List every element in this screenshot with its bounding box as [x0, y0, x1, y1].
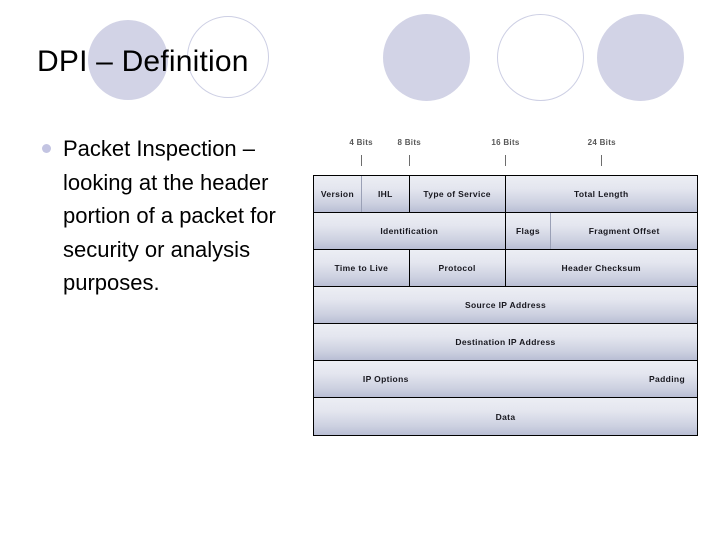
bullet-item-text: Packet Inspection – looking at the heade… [63, 136, 276, 295]
field-label: IP Options [362, 374, 409, 384]
field-flags: Flags [505, 213, 552, 249]
field-data: Data [314, 398, 697, 435]
bullet-list: Packet Inspection – looking at the heade… [42, 132, 292, 300]
field-label: Time to Live [334, 263, 389, 273]
top-circle-2 [497, 14, 584, 101]
bit-ruler: 4 Bits 8 Bits 16 Bits 24 Bits [313, 138, 698, 175]
table-row: Data [314, 398, 697, 435]
field-protocol: Protocol [409, 250, 506, 286]
field-version: Version [314, 176, 362, 212]
field-label: Protocol [438, 263, 476, 273]
top-circle-3 [597, 14, 684, 101]
bit-tick-4: 4 Bits [331, 138, 391, 166]
field-label: Identification [380, 226, 439, 236]
field-label: Type of Service [423, 189, 491, 199]
field-type-of-service: Type of Service [409, 176, 506, 212]
field-time-to-live: Time to Live [314, 250, 410, 286]
field-label: Source IP Address [464, 300, 547, 310]
field-header-checksum: Header Checksum [505, 250, 697, 286]
bit-tick-24: 24 Bits [572, 138, 632, 166]
field-identification: Identification [314, 213, 506, 249]
field-destination-ip-address: Destination IP Address [314, 324, 697, 360]
bit-tick-label: 8 Bits [397, 138, 422, 147]
field-source-ip-address: Source IP Address [314, 287, 697, 323]
field-ip-options: IP Options [314, 361, 458, 397]
ipv4-header-diagram: 4 Bits 8 Bits 16 Bits 24 Bits Version [313, 138, 698, 436]
table-row: Identification Flags Fragment Offset [314, 213, 697, 250]
page-title: DPI – Definition [37, 45, 249, 78]
bit-tick-mark-icon [505, 155, 506, 166]
field-label: Fragment Offset [588, 226, 660, 236]
field-total-length: Total Length [505, 176, 697, 212]
field-label: Version [320, 189, 355, 199]
bit-tick-8: 8 Bits [379, 138, 439, 166]
field-padding: Padding [457, 361, 697, 397]
table-row: IP Options Padding [314, 361, 697, 398]
bit-tick-label: 16 Bits [491, 138, 520, 147]
table-row: Version IHL Type of Service Total Length [314, 176, 697, 213]
bullet-circle-icon [42, 144, 51, 153]
title-circle-outline [187, 16, 269, 98]
field-label: Data [495, 411, 516, 422]
field-ihl: IHL [361, 176, 410, 212]
field-label: IHL [377, 189, 393, 199]
field-label: Header Checksum [561, 263, 641, 273]
field-label: Total Length [573, 189, 629, 199]
table-row: Source IP Address [314, 287, 697, 324]
bit-tick-label: 4 Bits [349, 138, 373, 147]
table-row: Destination IP Address [314, 324, 697, 361]
bit-tick-mark-icon [601, 155, 603, 166]
field-label: Padding [649, 374, 685, 384]
header-field-table: Version IHL Type of Service Total Length… [313, 175, 698, 436]
title-circle-filled [88, 20, 168, 100]
bit-tick-mark-icon [360, 155, 362, 166]
top-circle-1 [383, 14, 470, 101]
bit-tick-label: 24 Bits [587, 138, 616, 147]
table-row: Time to Live Protocol Header Checksum [314, 250, 697, 287]
list-item: Packet Inspection – looking at the heade… [42, 132, 292, 300]
bit-tick-mark-icon [408, 155, 410, 166]
bit-tick-16: 16 Bits [476, 138, 536, 166]
field-label: Flags [516, 226, 540, 236]
field-label: Destination IP Address [455, 337, 556, 347]
field-fragment-offset: Fragment Offset [551, 213, 697, 249]
